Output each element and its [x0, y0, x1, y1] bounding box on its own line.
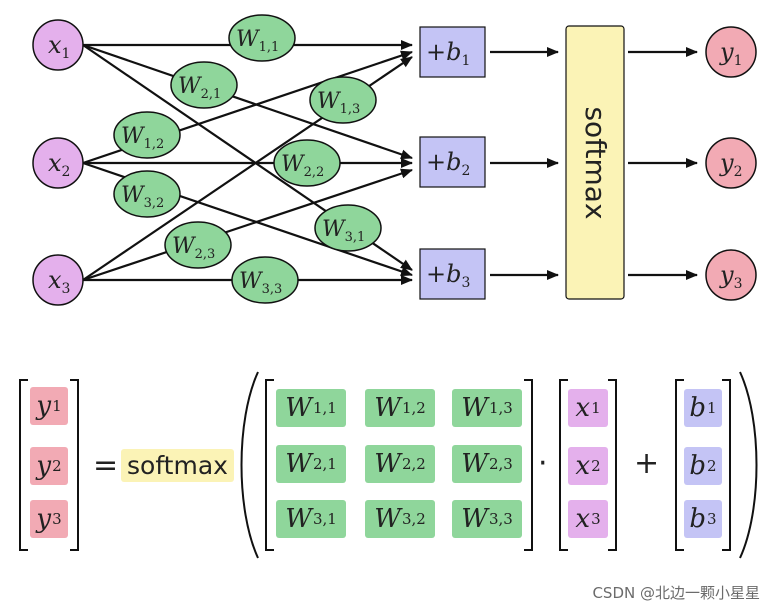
w-bracket-right: [524, 379, 533, 551]
output-node: y2: [705, 137, 757, 189]
x-bracket-left: [559, 379, 568, 551]
svg-text:W2,1: W2,1: [178, 74, 221, 102]
equals-sign: =: [93, 448, 119, 483]
input-node: x1: [32, 19, 84, 71]
svg-text:+b3: +b3: [426, 260, 470, 291]
svg-text:+b2: +b2: [426, 148, 470, 179]
svg-text:W3,2: W3,2: [121, 183, 164, 211]
weight-node: W2,1: [170, 61, 238, 109]
svg-text:W3,1: W3,1: [322, 217, 365, 245]
output-nodes: y1 y2 y3: [705, 26, 757, 301]
softmax-block: softmax: [565, 25, 625, 300]
weight-node: W2,3: [164, 221, 232, 269]
left-paren: [240, 371, 259, 559]
svg-text:W2,3: W2,3: [172, 234, 215, 262]
right-paren: [739, 371, 758, 559]
bias-node: +b3: [419, 248, 486, 300]
svg-text:W3,3: W3,3: [239, 269, 282, 297]
weight-node: W3,3: [231, 256, 299, 304]
b-bracket-left: [675, 379, 684, 551]
weight-node: W1,2: [113, 111, 181, 159]
weight-node: W1,3: [309, 76, 377, 124]
b-bracket-right: [722, 379, 731, 551]
svg-text:x3: x3: [48, 266, 70, 297]
edge-x3-b2: [82, 168, 413, 282]
weight-node: W1,1: [228, 14, 296, 62]
svg-text:y3: y3: [719, 261, 742, 292]
weight-node: W2,2: [273, 139, 341, 187]
svg-text:W1,3: W1,3: [317, 89, 360, 117]
dot-operator: ·: [538, 446, 548, 481]
bias-node: +b2: [419, 136, 486, 188]
watermark: CSDN @北边一颗小星星: [592, 584, 760, 602]
input-nodes: x1 x2 x3: [32, 19, 84, 306]
softmax-label: softmax: [579, 106, 612, 219]
y-bracket-right: [70, 379, 79, 551]
svg-text:x1: x1: [48, 31, 70, 62]
output-node: y3: [705, 249, 757, 301]
softmax-function: softmax: [121, 449, 234, 482]
svg-text:+b1: +b1: [426, 38, 470, 69]
input-node: x3: [32, 254, 84, 306]
svg-text:W2,2: W2,2: [281, 152, 324, 180]
svg-text:W1,2: W1,2: [121, 124, 164, 152]
weight-node: W3,2: [113, 170, 181, 218]
svg-text:x2: x2: [48, 149, 70, 180]
output-node: y1: [705, 26, 757, 78]
weight-node: W3,1: [314, 204, 382, 252]
bias-node: +b1: [419, 26, 486, 78]
input-node: x2: [32, 137, 84, 189]
svg-text:W1,1: W1,1: [236, 27, 279, 55]
x-bracket-right: [608, 379, 617, 551]
svg-text:y1: y1: [719, 38, 742, 69]
bias-nodes: +b1 +b2 +b3: [419, 26, 486, 300]
weight-nodes: W1,1 W2,1 W1,3 W1,2 W2,2 W3,2 W3,1 W2,3: [113, 14, 382, 304]
plus-operator: +: [634, 446, 660, 481]
edge-x1-b2: [82, 43, 413, 160]
equation-brackets: [19, 371, 758, 559]
w-bracket-left: [265, 379, 274, 551]
y-bracket-left: [19, 379, 28, 551]
svg-text:y2: y2: [719, 149, 742, 180]
